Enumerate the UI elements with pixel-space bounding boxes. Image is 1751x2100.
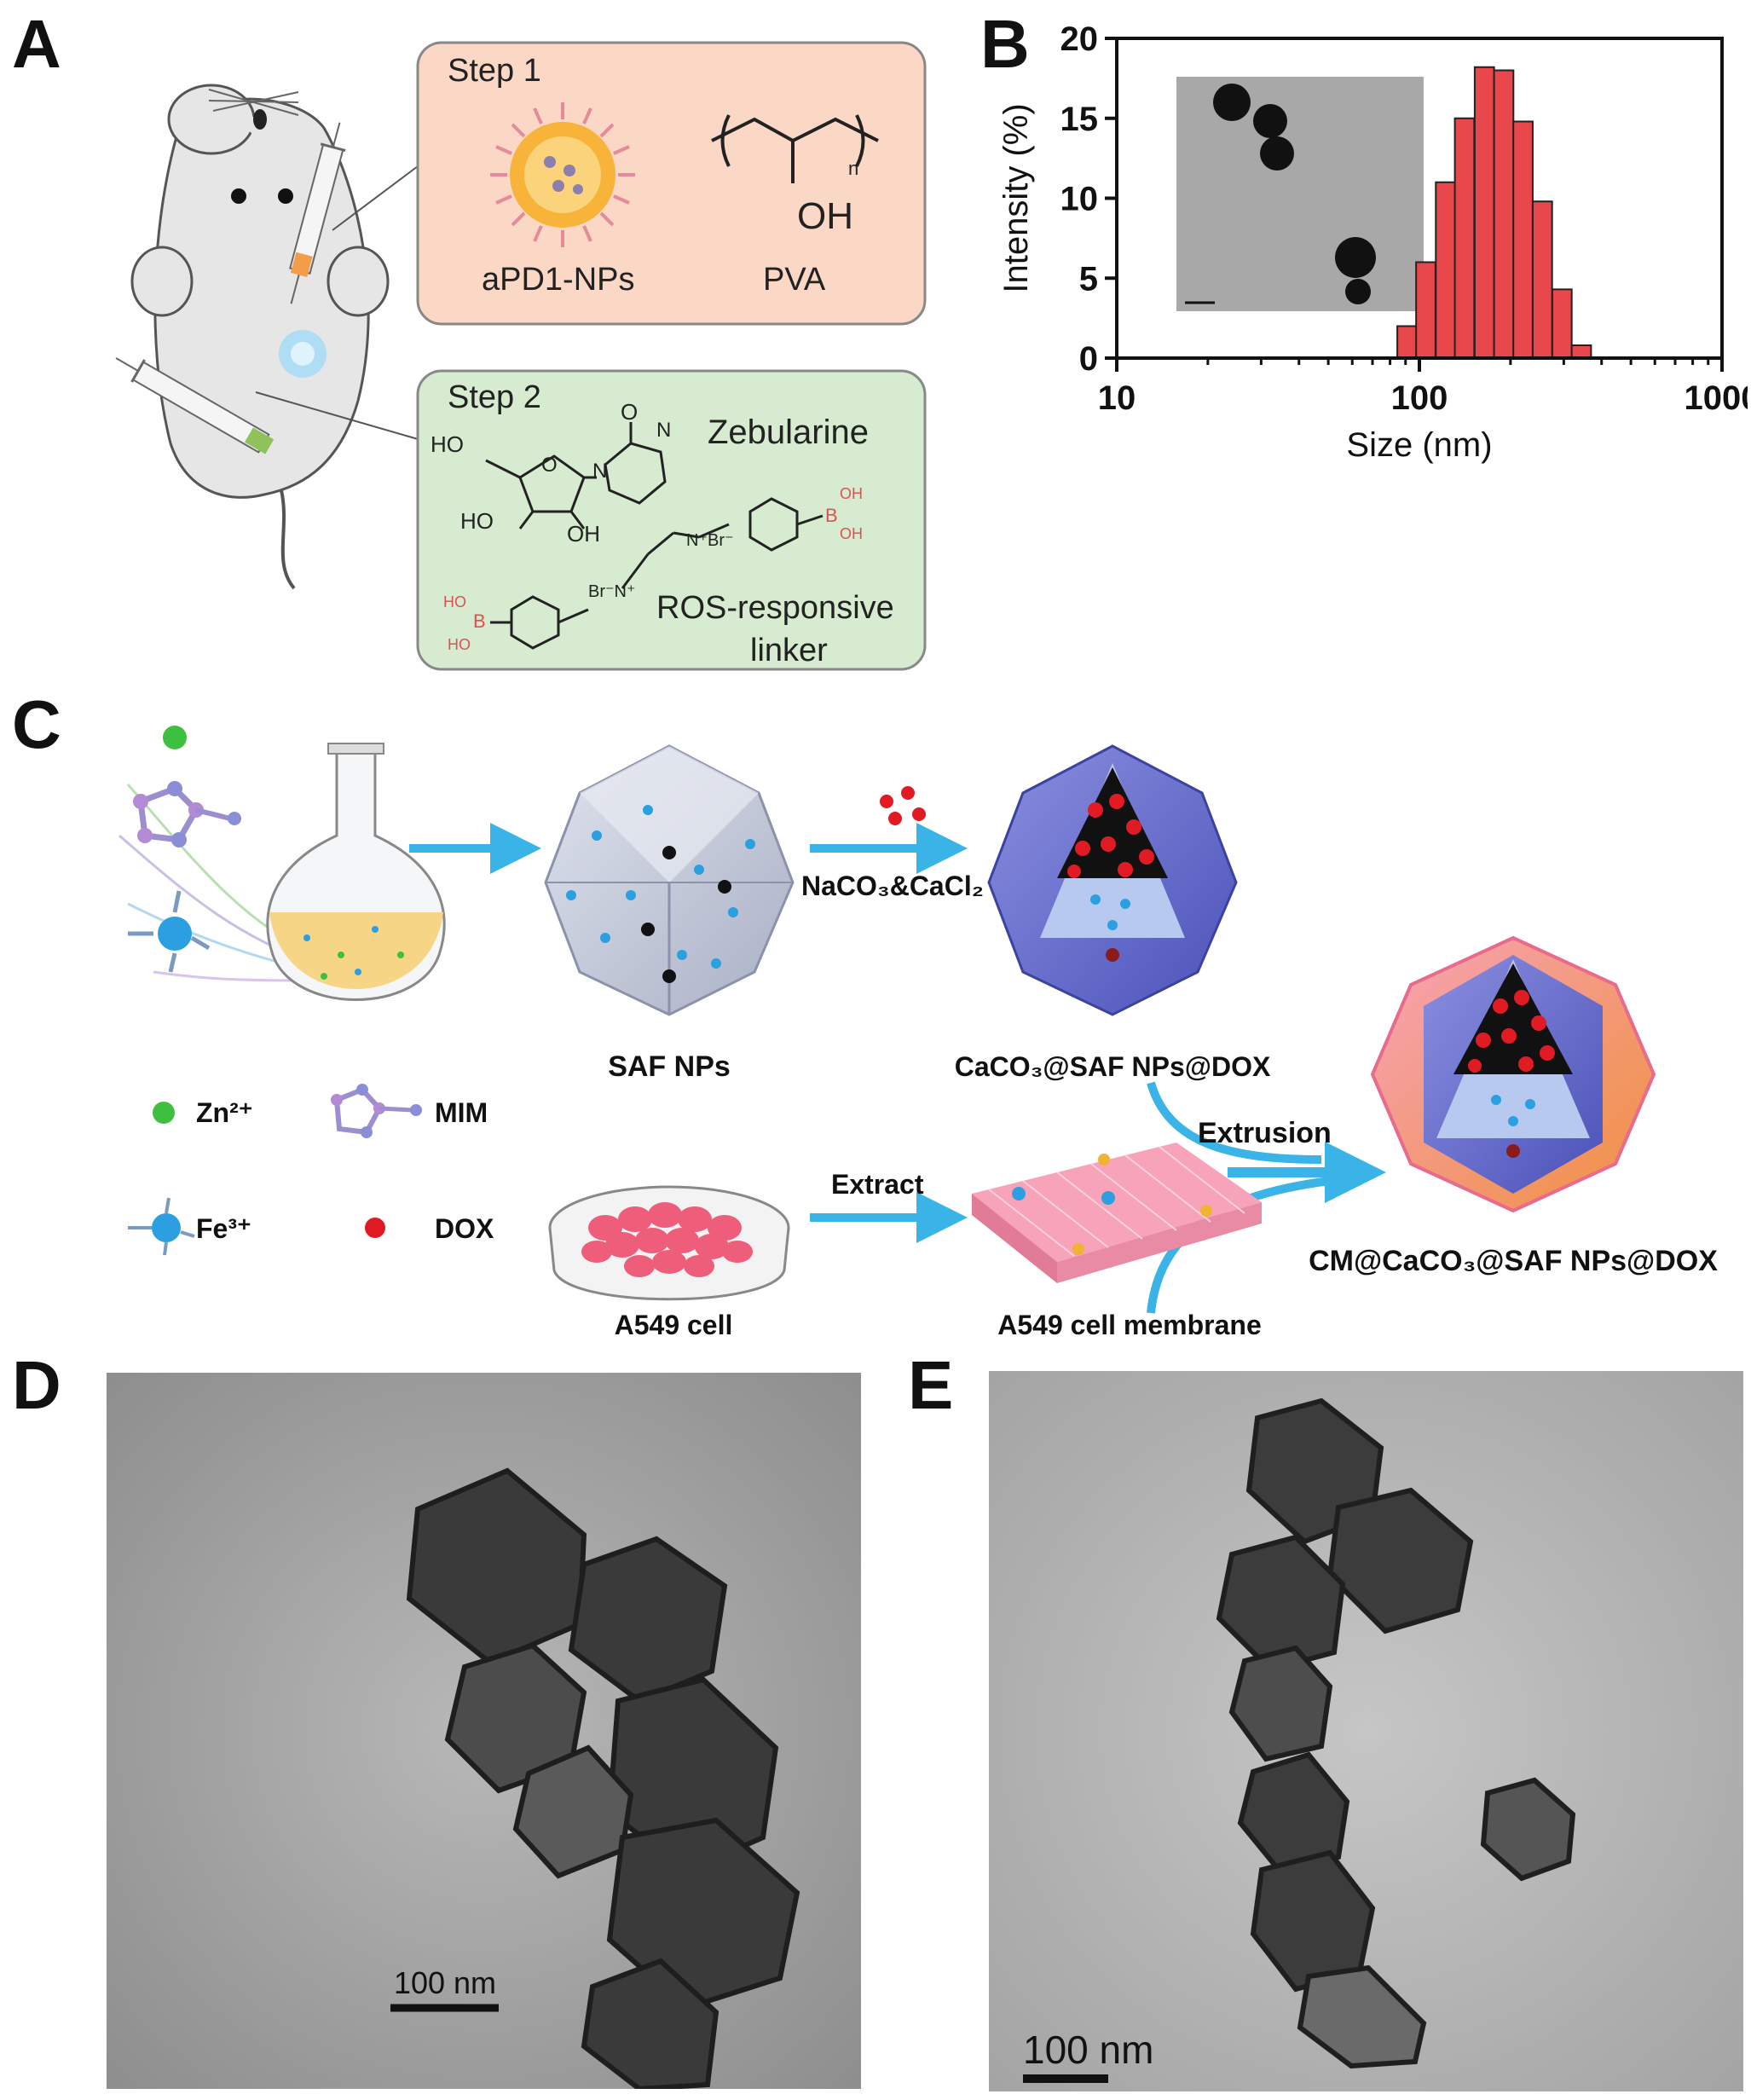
bar <box>1453 117 1476 359</box>
chem-n-1: N <box>592 460 607 483</box>
chem-oh-3: OH <box>840 525 863 542</box>
caco3-saf-structure <box>987 744 1238 1016</box>
pva-label: PVA <box>763 262 826 298</box>
x-tick-label: 1000 <box>1685 379 1748 417</box>
zebularine-label: Zebularine <box>708 414 869 451</box>
panel-label-b: B <box>980 6 1030 82</box>
pva-n: n <box>848 158 858 179</box>
x-tick-label: 100 <box>1391 379 1448 417</box>
tem-image-e: 100 nm <box>989 1371 1743 2091</box>
scale-label-e: 100 nm <box>1023 2028 1153 2072</box>
dox-molecules-icon <box>880 786 926 825</box>
panel-label-e: E <box>908 1347 954 1423</box>
chem-nbr: N⁺Br⁻ <box>686 531 734 550</box>
ros-linker-structure <box>490 497 823 650</box>
bar <box>1512 120 1534 359</box>
extrusion-label: Extrusion <box>1198 1117 1332 1149</box>
chem-b-1: B <box>825 505 838 526</box>
step2-title: Step 2 <box>448 379 541 415</box>
fe-ion-icon <box>128 890 211 973</box>
mim-molecule-icon <box>133 781 241 848</box>
chem-ho-3: HO <box>443 593 466 610</box>
a549-membrane-sheet <box>972 1143 1262 1283</box>
bar <box>1415 261 1436 359</box>
reaction-flask-icon <box>266 743 446 1001</box>
legend-mim-label: MIM <box>435 1097 488 1128</box>
legend-dox-icon <box>365 1218 385 1238</box>
apd1-nps-label: aPD1-NPs <box>482 262 635 298</box>
x-tick-label: 10 <box>1098 379 1136 417</box>
a549-cell-dish <box>548 1185 790 1301</box>
linker-label-line1: ROS-responsive <box>656 590 894 626</box>
legend-zn-icon <box>153 1102 175 1124</box>
tem-image-d: 100 nm <box>107 1373 861 2089</box>
pva-structure <box>711 114 879 183</box>
x-axis-label: Size (nm) <box>1346 426 1492 464</box>
legend-zn-label: Zn²⁺ <box>196 1097 253 1128</box>
y-tick-label: 15 <box>1060 101 1099 138</box>
legend-fe-label: Fe³⁺ <box>196 1213 251 1244</box>
y-tick-label: 20 <box>1060 20 1099 58</box>
saf-nps-label: SAF NPs <box>608 1050 731 1083</box>
scale-label-d: 100 nm <box>394 1965 496 2000</box>
step1-box <box>416 41 927 326</box>
bar <box>1570 344 1592 359</box>
saf-np-structure <box>544 744 795 1016</box>
bar <box>1493 69 1515 359</box>
step1-title: Step 1 <box>448 53 541 89</box>
pva-oh: OH <box>797 195 853 237</box>
chem-brn: Br⁻N⁺ <box>588 582 636 601</box>
linker-label-line2: linker <box>750 633 828 668</box>
y-tick-label: 10 <box>1060 181 1099 218</box>
chem-o-1: O <box>621 399 638 425</box>
step2-box <box>416 369 927 671</box>
y-axis-label: Intensity (%) <box>997 103 1035 292</box>
chem-oh-2: OH <box>840 485 863 502</box>
mouse-illustration <box>115 84 390 590</box>
y-tick-label: 0 <box>1079 340 1098 378</box>
bar <box>1435 181 1457 359</box>
bar <box>1551 288 1573 359</box>
reagent-label: NaCO₃&CaCl₂ <box>801 871 984 901</box>
bar <box>1473 66 1495 359</box>
a549-cell-label: A549 cell <box>615 1310 733 1340</box>
apd1-nanoparticle-icon <box>490 102 635 247</box>
y-tick-label: 5 <box>1079 260 1098 298</box>
final-np-label: CM@CaCO₃@SAF NPs@DOX <box>1309 1245 1718 1277</box>
extract-label: Extract <box>831 1169 924 1200</box>
bar-series <box>1396 66 1592 359</box>
chem-n-2: N <box>656 419 671 442</box>
membrane-label: A549 cell membrane <box>997 1310 1262 1340</box>
panel-label-c: C <box>12 686 61 762</box>
tem-inset-image <box>1176 77 1424 311</box>
chart-axes: 0 5 10 15 20 10 100 1000 <box>1060 20 1748 417</box>
chem-ho-4: HO <box>448 636 471 653</box>
caco3-saf-label: CaCO₃@SAF NPs@DOX <box>955 1051 1271 1082</box>
chem-ho-1: HO <box>431 431 464 457</box>
chem-oh-1: OH <box>567 521 600 547</box>
legend-fe-icon <box>128 1197 195 1256</box>
chem-ho-2: HO <box>460 508 494 534</box>
zebularine-structure <box>485 422 667 529</box>
bar <box>1531 200 1553 359</box>
bar <box>1396 325 1418 359</box>
legend-dox-label: DOX <box>435 1213 494 1244</box>
zn-ion-icon <box>163 726 187 749</box>
arrow-caco3-merge <box>1147 1081 1322 1164</box>
legend-mim-icon <box>331 1084 422 1138</box>
cm-coated-np-structure <box>1370 935 1656 1213</box>
panel-label-a: A <box>12 6 61 82</box>
chem-o-2: O <box>541 454 558 477</box>
panel-label-d: D <box>12 1347 61 1423</box>
panel-c-diagram: SAF NPs NaCO₃&CaCl₂ CaCO₃@SAF NPs@DOX Ex… <box>118 726 1718 1340</box>
chem-b-2: B <box>473 610 486 632</box>
size-distribution-chart: 0 5 10 15 20 10 100 1000 Size (nm) Intensity (%… <box>997 20 1748 464</box>
panel-a-diagram: Step 1 aPD1-NPs n OH PVA Step 2 Zebulari… <box>115 41 927 671</box>
